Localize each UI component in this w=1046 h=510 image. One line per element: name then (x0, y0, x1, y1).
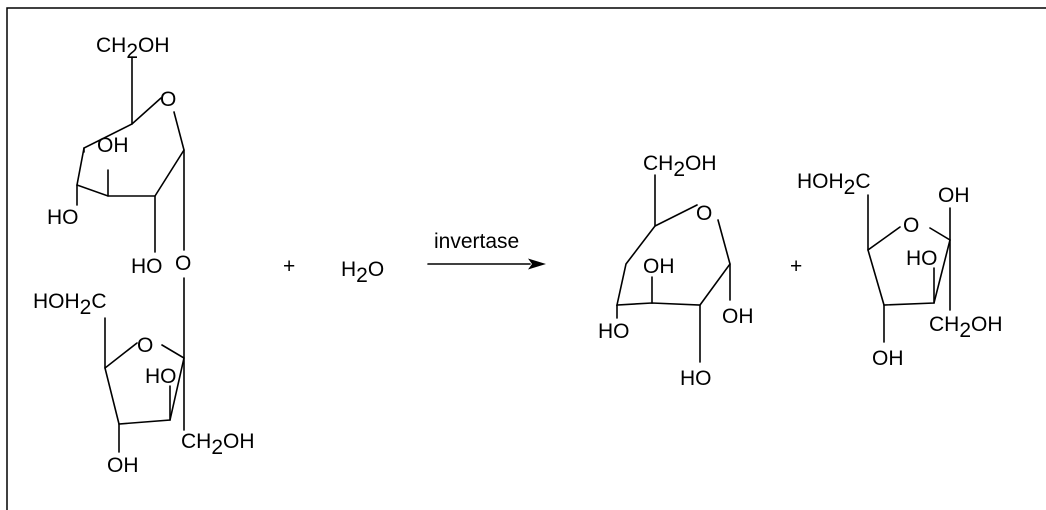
bond (615, 204, 731, 306)
arrow-head (528, 258, 546, 270)
hydroxyl-label: HO (680, 367, 712, 390)
ch2oh-label: CH2OH (96, 34, 170, 63)
hydroxyl-label: OH (872, 347, 904, 370)
hoh2c-label: HOH2C (797, 170, 871, 199)
ch2oh-label: CH2OH (181, 430, 255, 459)
bond (76, 97, 185, 197)
ring-oxygen-label: O (137, 334, 153, 357)
scheme-frame (6, 7, 1046, 510)
hydroxyl-label: OH (107, 454, 139, 477)
hydroxyl-label: HO (598, 320, 630, 343)
bond (104, 342, 185, 425)
sucrose-fructose-ring (104, 277, 185, 453)
glucose-structure (615, 174, 731, 363)
hydroxyl-label: HO (145, 365, 177, 388)
hydroxyl-label: HO (47, 206, 79, 229)
plus-sign: + (283, 255, 295, 278)
reaction-arrow (427, 258, 546, 270)
water-label: H2O (341, 258, 384, 287)
sucrose-structure: CH2OH O OH HO HO O HOH2C O HO CH2OH OH (33, 34, 255, 477)
ch2oh-label: CH2OH (643, 152, 717, 181)
ring-oxygen-label: O (903, 214, 919, 237)
sucrose-glucose-ring (76, 56, 185, 253)
hydroxyl-label: OH (722, 305, 754, 328)
hydroxyl-label: OH (938, 184, 970, 207)
hydroxyl-label: HO (906, 247, 938, 270)
enzyme-label: invertase (434, 230, 519, 253)
hydroxyl-label: OH (97, 134, 129, 157)
hydroxyl-label: HO (131, 255, 163, 278)
bond (867, 226, 951, 306)
plus-sign: + (790, 255, 802, 278)
hoh2c-label: HOH2C (33, 290, 107, 319)
hydroxyl-label: OH (643, 255, 675, 278)
ring-oxygen-label: O (160, 88, 176, 111)
glycosidic-oxygen-label: O (175, 252, 191, 275)
ring-oxygen-label: O (696, 202, 712, 225)
ch2oh-label: CH2OH (929, 313, 1003, 342)
fructose-structure (867, 194, 951, 343)
